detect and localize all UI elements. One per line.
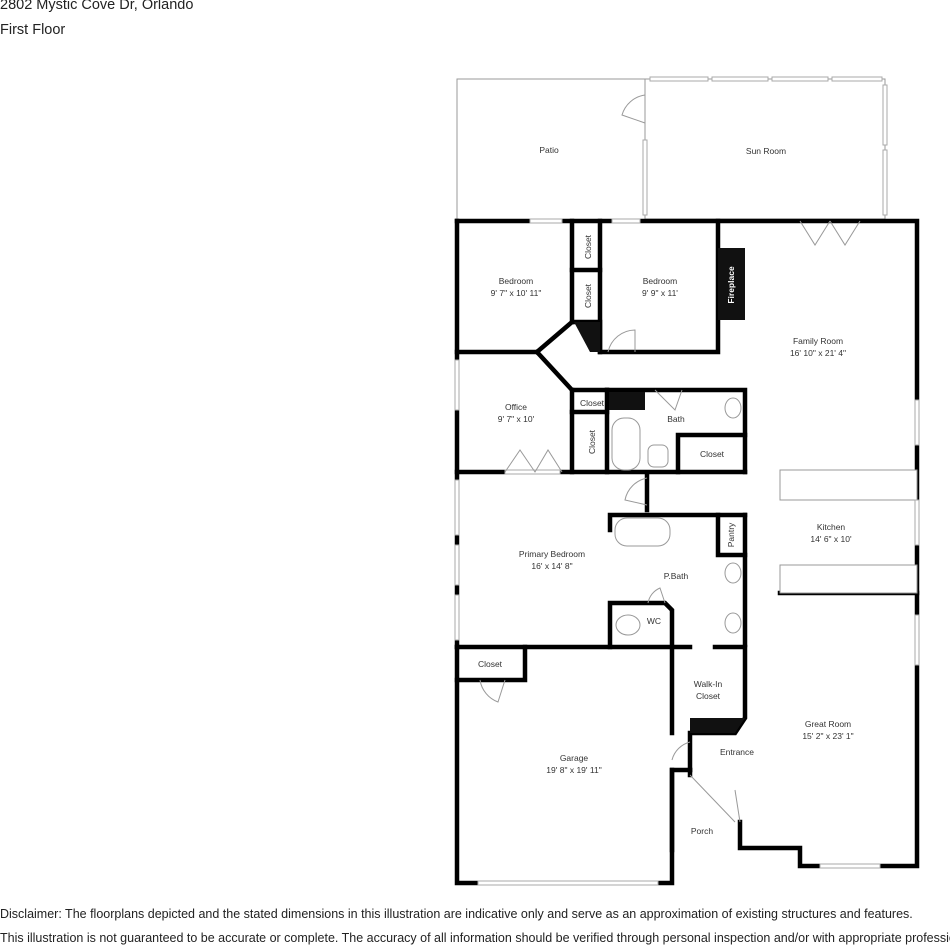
label-wc: WC bbox=[647, 616, 661, 626]
label-pbath: P.Bath bbox=[664, 571, 689, 581]
label-family-room: Family Room bbox=[793, 336, 843, 346]
label-primary-bedroom: Primary Bedroom bbox=[519, 549, 585, 559]
label-closet-office: Closet bbox=[587, 429, 597, 454]
fixtures bbox=[574, 248, 918, 733]
label-closet-b1: Closet bbox=[583, 234, 593, 259]
label-pantry: Pantry bbox=[726, 522, 736, 547]
label-sun-room: Sun Room bbox=[746, 146, 786, 156]
floor-label: First Floor bbox=[0, 22, 66, 38]
outdoor-areas bbox=[456, 76, 888, 220]
label-bedroom1-dims: 9' 7" x 10' 11" bbox=[491, 288, 542, 298]
label-closet-garage: Closet bbox=[478, 659, 503, 669]
disclaimer-line1: Disclaimer: The floorplans depicted and … bbox=[0, 907, 913, 921]
label-entrance: Entrance bbox=[720, 747, 754, 757]
label-fireplace: Fireplace bbox=[726, 266, 736, 304]
label-walk-in: Walk-In bbox=[694, 679, 723, 689]
label-family-room-dims: 16' 10" x 21' 4" bbox=[790, 348, 846, 358]
label-closet-office-top: Closet bbox=[580, 398, 605, 408]
label-kitchen-dims: 14' 6" x 10' bbox=[810, 534, 852, 544]
doors bbox=[479, 220, 861, 823]
label-walk-in-closet: Closet bbox=[696, 691, 721, 701]
label-primary-bedroom-dims: 16' x 14' 8" bbox=[531, 561, 572, 571]
disclaimer-line2: This illustration is not guaranteed to b… bbox=[0, 931, 950, 945]
label-great-room-dims: 15' 2" x 23' 1" bbox=[802, 731, 853, 741]
label-garage: Garage bbox=[560, 753, 589, 763]
label-bedroom2: Bedroom bbox=[643, 276, 678, 286]
label-kitchen: Kitchen bbox=[817, 522, 846, 532]
label-closet-hall: Closet bbox=[700, 449, 725, 459]
label-garage-dims: 19' 8" x 19' 11" bbox=[546, 765, 601, 775]
label-porch: Porch bbox=[691, 826, 713, 836]
label-office: Office bbox=[505, 402, 527, 412]
label-bath: Bath bbox=[667, 414, 685, 424]
label-bedroom2-dims: 9' 9" x 11' bbox=[642, 288, 678, 298]
windows bbox=[454, 218, 920, 886]
fireplace-block bbox=[718, 248, 745, 320]
label-patio: Patio bbox=[539, 145, 559, 155]
address-title: 2802 Mystic Cove Dr, Orlando bbox=[0, 0, 194, 13]
label-closet-b2: Closet bbox=[583, 283, 593, 308]
label-bedroom1: Bedroom bbox=[499, 276, 534, 286]
label-office-dims: 9' 7" x 10' bbox=[498, 414, 535, 424]
room-labels: Patio Sun Room Bedroom 9' 7" x 10' 11" B… bbox=[478, 145, 854, 836]
walls bbox=[454, 218, 920, 886]
label-great-room: Great Room bbox=[805, 719, 851, 729]
